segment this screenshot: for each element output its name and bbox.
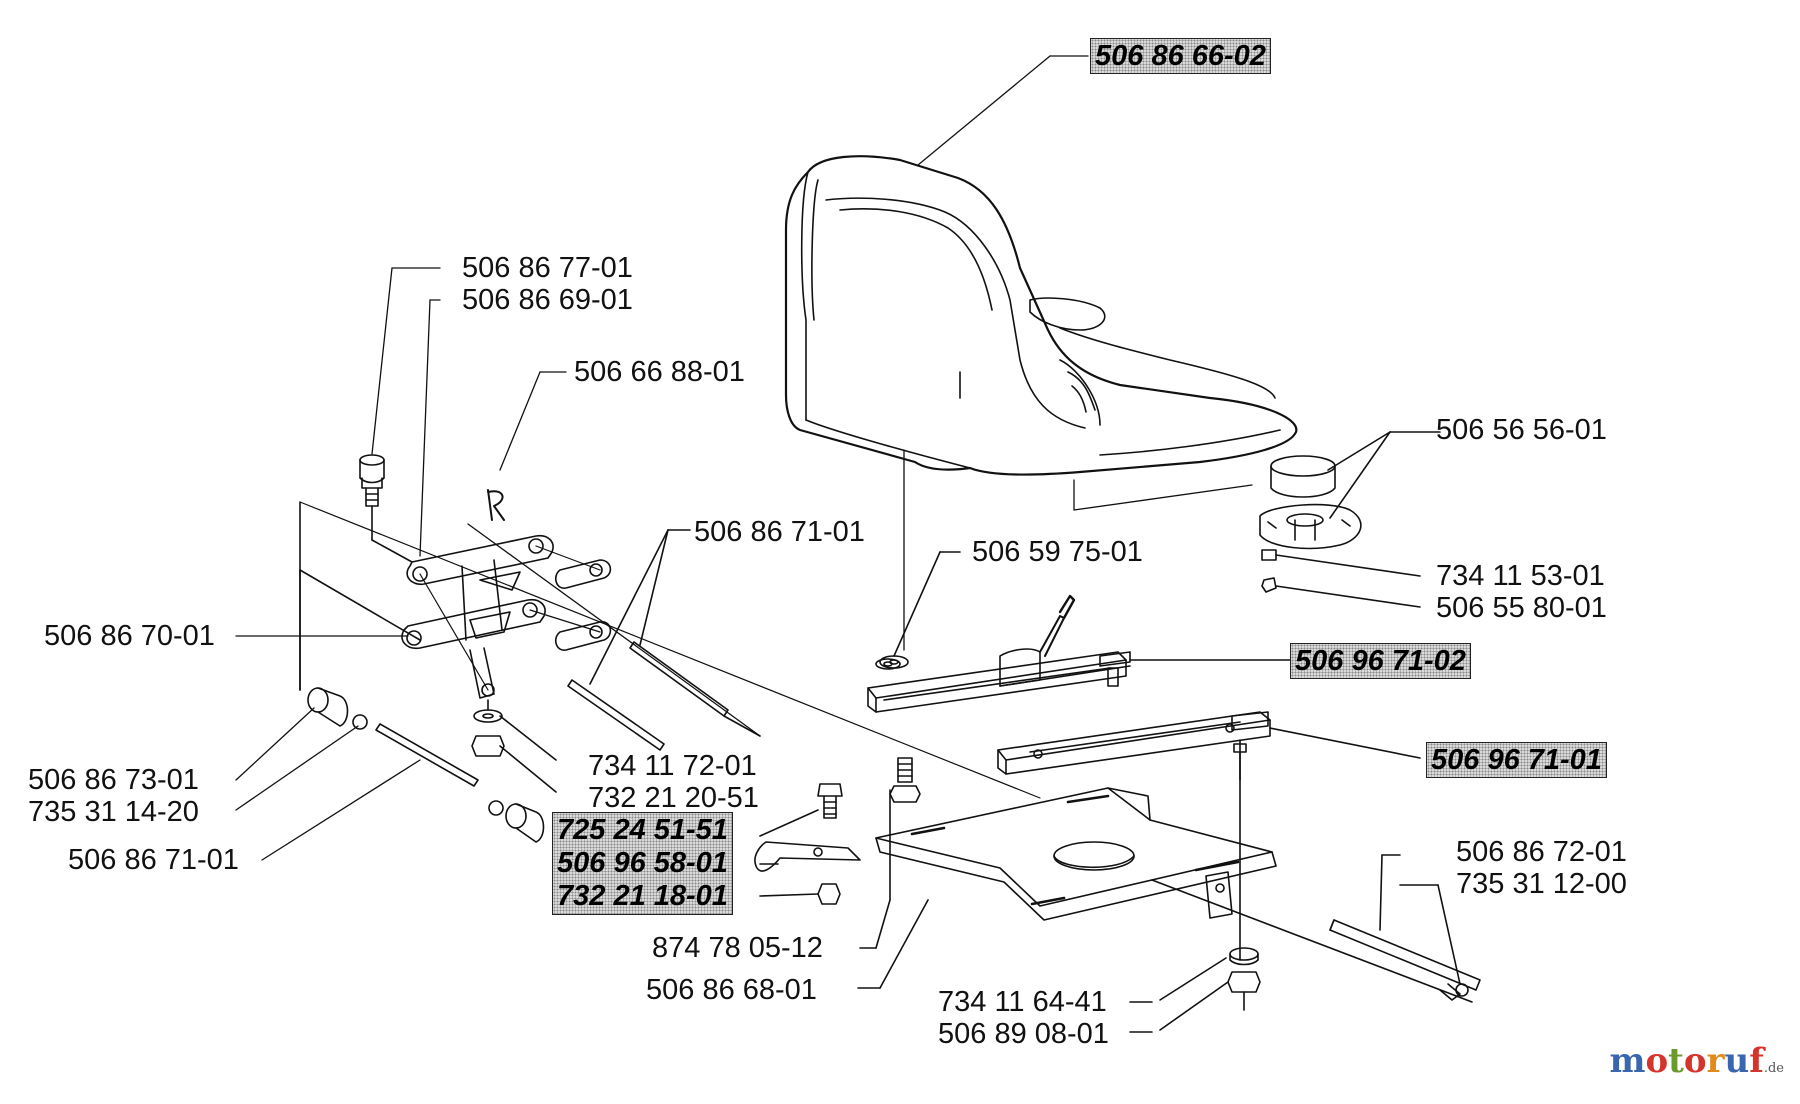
seat-plate-label: 506 86 68-01 (646, 974, 817, 1006)
logo-letter: f (1749, 1041, 1764, 1081)
plate-fasteners-drawing (1129, 947, 1261, 1033)
rubber-cup-label: 506 56 56-01 (1436, 414, 1607, 446)
motoruf-logo: motoruf.de (1609, 1041, 1784, 1081)
logo-text: motoruf (1609, 1041, 1763, 1081)
slide-rail-drawing (997, 711, 1421, 961)
seat-plate-drawing (875, 787, 1277, 921)
slide-rail-lever-label: 506 96 71-02 (1290, 643, 1471, 679)
link-arm-label: 506 86 70-01 (44, 620, 215, 652)
bolt-label: 874 78 05-12 (652, 932, 823, 964)
plate-nut-label: 506 89 08-01 (938, 1018, 1109, 1050)
seat-leaders (903, 55, 1253, 651)
pivot-pin-drawing (1151, 854, 1481, 1003)
logo-letter: o (1645, 1041, 1669, 1081)
knob-bolt-drawing (359, 454, 413, 563)
logo-letter: u (1724, 1041, 1750, 1081)
nut-label: 732 21 20-51 (588, 782, 759, 814)
logo-suffix: .de (1763, 1061, 1784, 1076)
lower-left-parts-drawing (299, 501, 545, 843)
circlip-label: 735 31 14-20 (28, 796, 199, 828)
r-mark-part-label: 506 66 88-01 (574, 356, 745, 388)
lower-shaft-label: 506 86 71-01 (68, 844, 239, 876)
center-bolt-drawing (857, 757, 929, 989)
washer-nut-drawing (471, 699, 557, 793)
washer-label: 734 11 72-01 (588, 750, 757, 782)
seat-part-label: 506 86 66-02 (1090, 38, 1271, 74)
upper-shaft-label: 506 86 71-01 (694, 516, 865, 548)
linkage-drawing (401, 534, 612, 699)
r-mark-leaders (467, 371, 761, 737)
logo-letter: r (1706, 1041, 1725, 1081)
slide-rail-label: 506 96 71-01 (1426, 742, 1607, 778)
r-mark-glyph (487, 489, 505, 521)
pivot-pin-label: 506 86 72-01 (1456, 836, 1627, 868)
rail-washer-drawing (879, 551, 961, 669)
left-leaders (235, 267, 441, 861)
latch-parts-group: 725 24 51-51 506 96 58-01 732 21 18-01 (552, 812, 733, 915)
locknut-label: 732 21 18-01 (557, 880, 728, 912)
slide-rail-lever-drawing (867, 594, 1293, 713)
seat-drawing (784, 155, 1298, 476)
upper-shafts-drawing (567, 529, 761, 751)
rubber-mount-drawing (1259, 431, 1441, 608)
latch-label: 506 96 58-01 (557, 847, 728, 879)
damper-nut-label: 506 55 80-01 (1436, 592, 1607, 624)
logo-letter: t (1668, 1041, 1684, 1081)
plate-washer-label: 734 11 64-41 (938, 986, 1107, 1018)
top-washer-label: 506 59 75-01 (972, 536, 1143, 568)
latch-fasteners-drawing (754, 783, 861, 905)
spacer-label: 506 86 73-01 (28, 764, 199, 796)
damper-washer-label: 734 11 53-01 (1436, 560, 1605, 592)
assembly-axis-line (299, 501, 1041, 799)
pin-clip-label: 735 31 12-00 (1456, 868, 1627, 900)
knob-bolt-label: 506 86 77-01 (462, 252, 633, 284)
logo-letter: o (1683, 1041, 1707, 1081)
logo-letter: m (1609, 1041, 1646, 1081)
knob-sleeve-label: 506 86 69-01 (462, 284, 633, 316)
screw-label: 725 24 51-51 (557, 814, 728, 846)
